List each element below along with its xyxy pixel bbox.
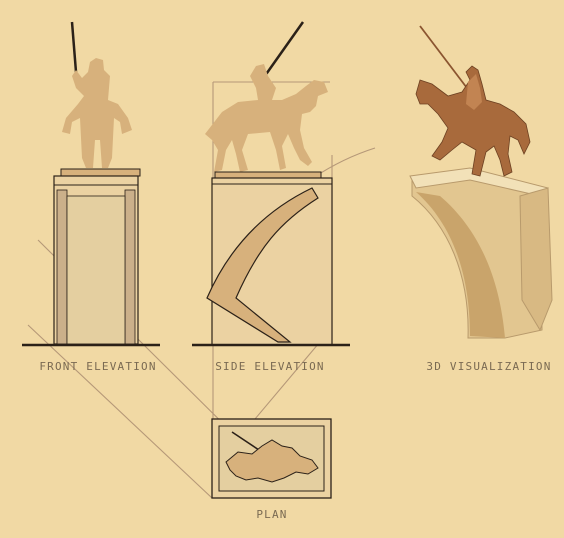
front-pedestal-column-right: [124, 189, 136, 345]
plan-view: PLAN: [211, 418, 332, 521]
side-elevation: SIDE ELEVATION: [192, 21, 350, 373]
side-elevation-label: SIDE ELEVATION: [215, 360, 325, 373]
viz-rider-highlight: [466, 74, 482, 110]
viz-spear: [419, 25, 471, 93]
side-plinth: [214, 171, 322, 179]
front-elevation-label: FRONT ELEVATION: [39, 360, 156, 373]
front-pedestal-panel: [66, 195, 126, 345]
plan-statue-silhouette: [225, 439, 319, 483]
visualization-label: 3D VISUALIZATION: [426, 360, 551, 373]
viz-base-shadow-face: [416, 192, 505, 338]
front-sword: [70, 21, 78, 73]
viz-base-side-slab: [519, 187, 553, 332]
visualization-3d: 3D VISUALIZATION: [409, 25, 553, 373]
front-statue-silhouette: [62, 58, 132, 168]
plan-label: PLAN: [256, 508, 287, 521]
side-sword: [260, 21, 305, 81]
front-plinth: [60, 168, 141, 177]
viz-statue-bronze: [415, 65, 531, 177]
guide-diagonal-2: [27, 324, 213, 499]
side-curved-wing: [206, 187, 319, 343]
plan-spear: [231, 431, 263, 453]
front-elevation: FRONT ELEVATION: [22, 21, 160, 373]
front-pedestal-column-left: [56, 189, 68, 345]
side-statue-silhouette: [205, 64, 328, 172]
